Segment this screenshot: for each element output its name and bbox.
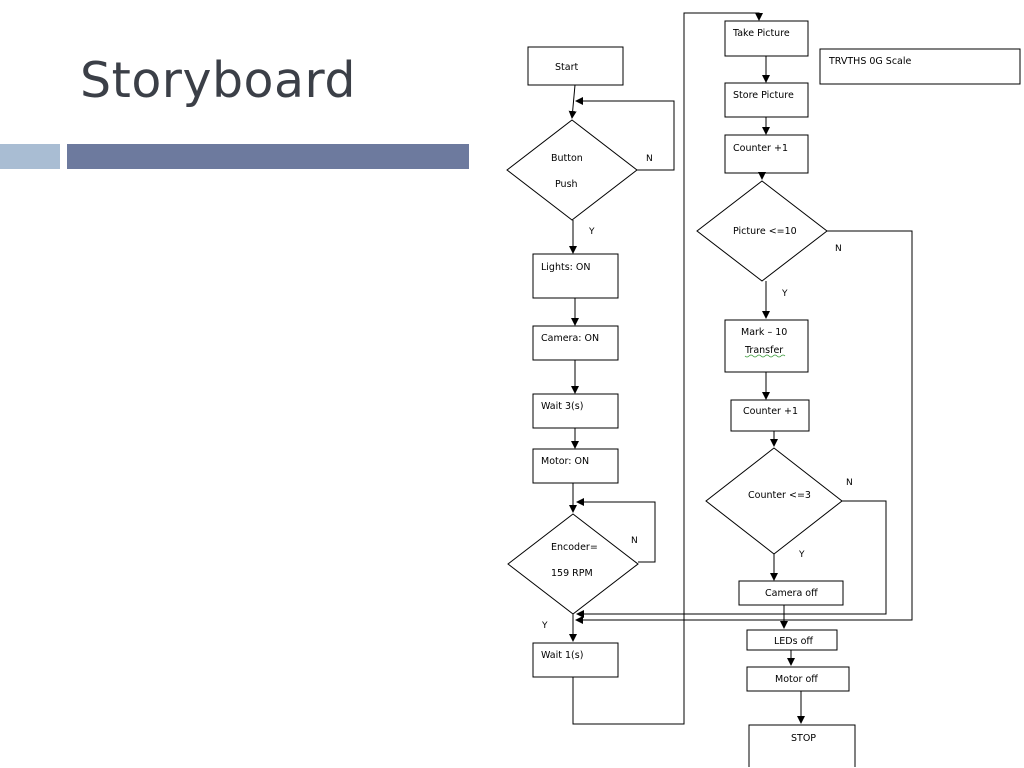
node-motor-on-label: Motor: ON — [541, 456, 589, 467]
spellcheck-underline — [744, 354, 786, 358]
node-start: Start — [527, 46, 624, 86]
node-counter-2-label: Counter +1 — [743, 406, 798, 417]
node-wait-3s-label: Wait 3(s) — [541, 401, 583, 412]
node-motor-off: Motor off — [746, 666, 850, 692]
node-counter-1: Counter +1 — [724, 134, 809, 174]
node-encoder-label-1: Encoder= — [551, 542, 598, 553]
title-accent-bar-left — [0, 144, 60, 169]
edge-counter-no-label: N — [846, 478, 853, 488]
slide-title: Storyboard — [80, 52, 356, 109]
node-lights-on: Lights: ON — [532, 253, 619, 299]
node-wait-3s: Wait 3(s) — [532, 393, 619, 429]
edge-encoder-yes-label: Y — [541, 621, 548, 631]
node-encoder-decision: Encoder= 159 RPM — [507, 513, 639, 615]
edge-counter-no — [576, 500, 887, 618]
edge-picture-no-label: N — [835, 244, 842, 254]
node-leds-off: LEDs off — [746, 629, 838, 651]
node-take-picture: Take Picture — [724, 20, 809, 57]
node-button-push-label-2: Push — [555, 179, 578, 190]
node-note-label: TRVTHS 0G Scale — [828, 56, 912, 67]
node-store-picture: Store Picture — [724, 82, 809, 118]
node-mark-transfer: Mark – 10 Transfer — [724, 319, 809, 373]
edge-start-to-button — [568, 84, 577, 119]
node-note: TRVTHS 0G Scale — [819, 48, 1021, 85]
node-camera-off: Camera off — [738, 580, 844, 606]
edge-button-yes-label: Y — [588, 227, 595, 237]
node-button-push-label-1: Button — [551, 153, 583, 164]
node-mark-transfer-label-1: Mark – 10 — [741, 327, 787, 338]
edge-picture-no — [575, 230, 913, 624]
node-button-push-decision: Button Push — [506, 119, 638, 221]
node-camera-off-label: Camera off — [765, 588, 818, 599]
node-lights-on-label: Lights: ON — [541, 262, 590, 273]
node-picture-check-decision: Picture <=10 — [696, 180, 828, 282]
edge-button-no-loop — [575, 97, 675, 171]
edge-encoder-no-label: N — [631, 536, 638, 546]
node-wait-1s: Wait 1(s) — [532, 642, 619, 678]
node-counter-2: Counter +1 — [730, 399, 810, 432]
node-motor-on: Motor: ON — [532, 448, 619, 484]
node-encoder-label-2: 159 RPM — [551, 568, 593, 579]
node-picture-check-label: Picture <=10 — [733, 226, 797, 237]
edge-button-no-label: N — [646, 154, 653, 164]
node-camera-on-label: Camera: ON — [541, 333, 599, 344]
node-wait-1s-label: Wait 1(s) — [541, 650, 583, 661]
node-stop: STOP — [748, 724, 856, 767]
node-counter-1-label: Counter +1 — [733, 143, 788, 154]
node-counter-check-decision: Counter <=3 — [705, 447, 843, 555]
node-mark-transfer-label-2: Transfer — [744, 345, 783, 356]
node-counter-check-label: Counter <=3 — [748, 490, 811, 501]
edge-counter-yes-label: Y — [798, 550, 805, 560]
node-start-label: Start — [555, 62, 578, 73]
node-leds-off-label: LEDs off — [774, 636, 813, 647]
node-store-picture-label: Store Picture — [733, 90, 794, 101]
title-accent-bar-right — [67, 144, 469, 169]
edge-wait-to-take-picture — [572, 12, 763, 725]
node-camera-on: Camera: ON — [532, 325, 619, 361]
node-motor-off-label: Motor off — [775, 674, 818, 685]
node-stop-label: STOP — [791, 733, 816, 744]
node-take-picture-label: Take Picture — [732, 28, 790, 39]
edge-picture-yes-label: Y — [781, 289, 788, 299]
edge-encoder-no-loop — [576, 498, 656, 563]
